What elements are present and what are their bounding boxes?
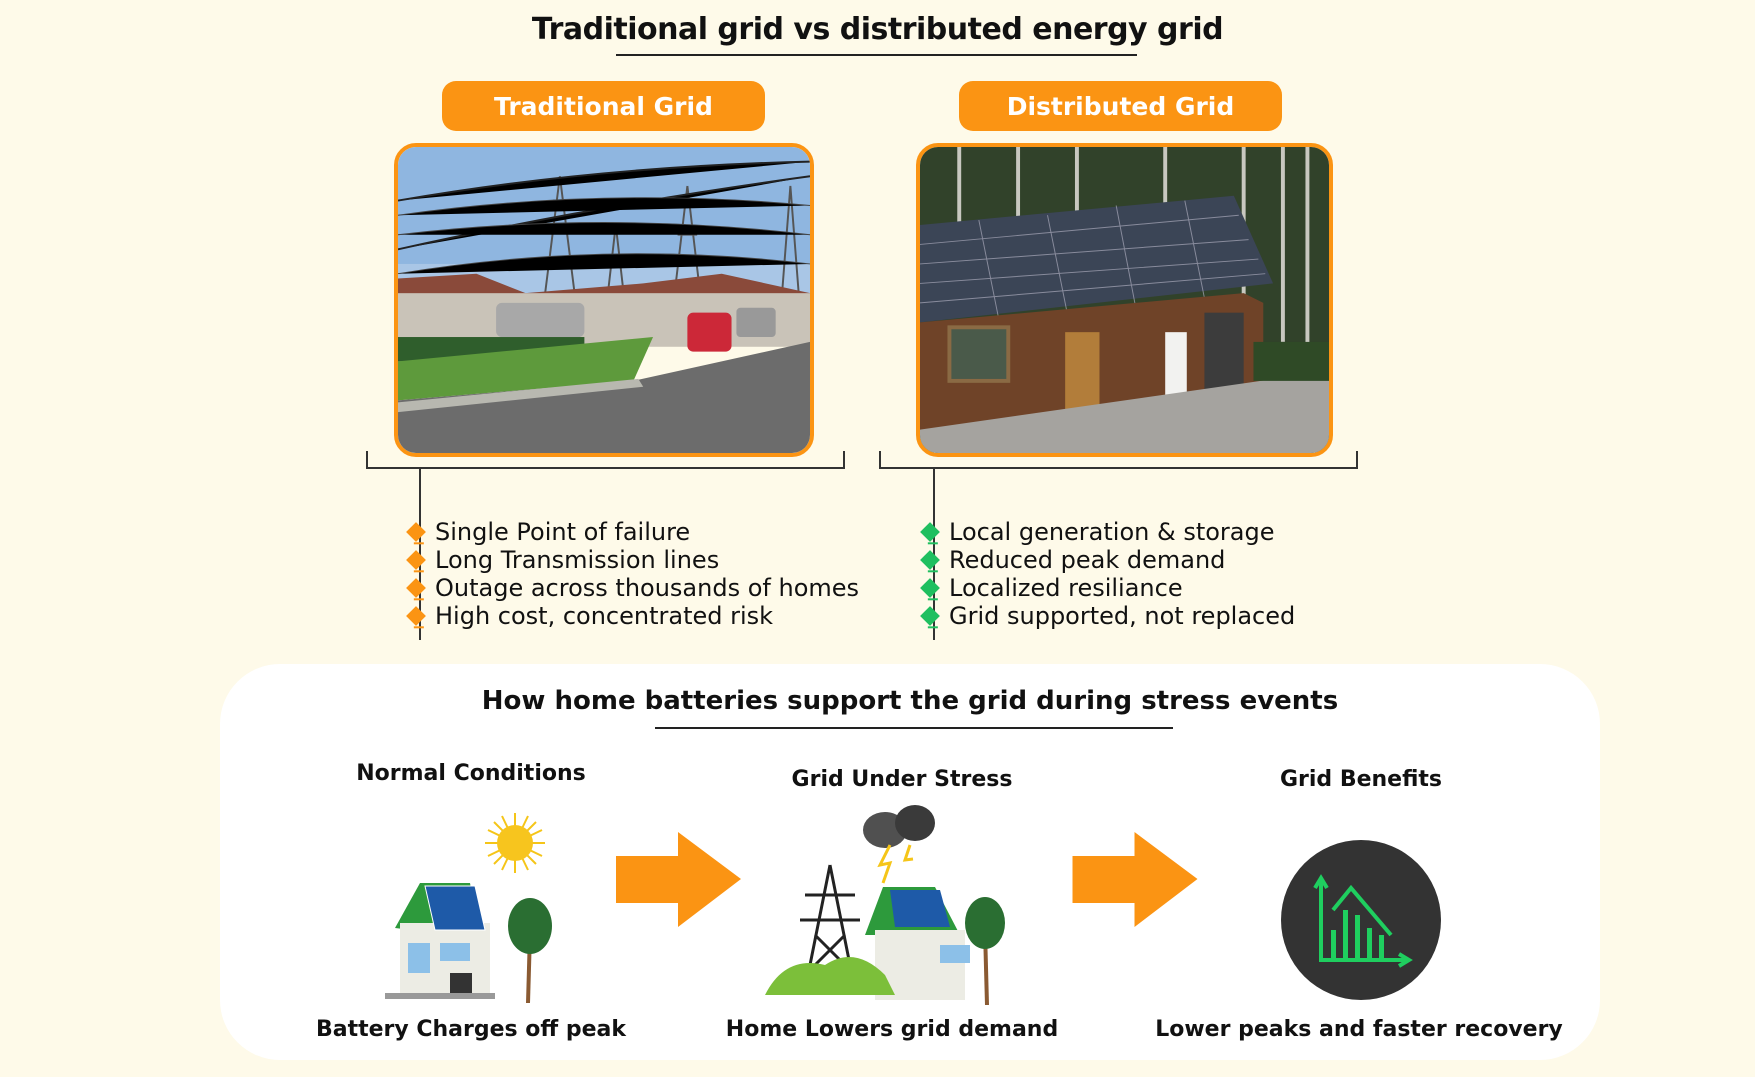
bullet-text: Reduced peak demand [949,546,1226,574]
storm-tower-house-icon [765,805,1005,1005]
diamond-bullet-icon [920,578,940,598]
list-item: Single Point of failure [406,518,859,546]
distributed-grid-photo [916,143,1333,457]
list-item: High cost, concentrated risk [406,602,859,630]
list-item: Long Transmission lines [406,546,859,574]
list-item: Localized resiliance [920,574,1295,602]
heading-underline [655,727,1173,729]
distributed-bullet-list: Local generation & storage Reduced peak … [920,518,1296,630]
list-item: Grid supported, not replaced [920,602,1296,630]
diamond-bullet-icon [406,550,426,570]
list-item: Local generation & storage [920,518,1295,546]
stage-caption: Lower peaks and faster recovery [1155,1017,1563,1042]
bullet-text: Localized resiliance [949,574,1183,602]
bullet-text: Local generation & storage [949,518,1275,546]
traditional-bracket [366,451,845,469]
diamond-bullet-icon [920,522,940,542]
batteries-heading: How home batteries support the grid duri… [481,686,1339,716]
stage-title: Grid Benefits [1279,767,1443,792]
traditional-grid-badge: Traditional Grid [442,81,765,131]
right-arrow-icon [616,832,741,927]
diamond-bullet-icon [920,550,940,570]
declining-chart-icon [1281,840,1441,1000]
bullet-text: Grid supported, not replaced [949,602,1296,630]
bullet-text: Single Point of failure [435,518,691,546]
diamond-bullet-icon [920,606,940,626]
list-item: Reduced peak demand [920,546,1295,574]
distributed-bracket [879,451,1358,469]
bullet-text: Outage across thousands of homes [435,574,860,602]
stage-caption: Home Lowers grid demand [725,1017,1059,1042]
traditional-bullet-list: Single Point of failure Long Transmissio… [406,518,860,630]
title-underline [616,54,1137,56]
page-title: Traditional grid vs distributed energy g… [531,12,1224,47]
list-item: Outage across thousands of homes [406,574,860,602]
stage-title: Grid Under Stress [791,767,1013,792]
right-arrow-icon [1072,832,1198,927]
diamond-bullet-icon [406,522,426,542]
traditional-grid-photo [394,143,814,457]
diamond-bullet-icon [406,606,426,626]
sunny-solar-house-icon [385,813,552,1003]
distributed-grid-badge: Distributed Grid [959,81,1282,131]
bullet-text: High cost, concentrated risk [435,602,774,630]
bullet-text: Long Transmission lines [435,546,720,574]
diamond-bullet-icon [406,578,426,598]
stage-caption: Battery Charges off peak [315,1017,627,1042]
stage-title: Normal Conditions [356,761,586,786]
